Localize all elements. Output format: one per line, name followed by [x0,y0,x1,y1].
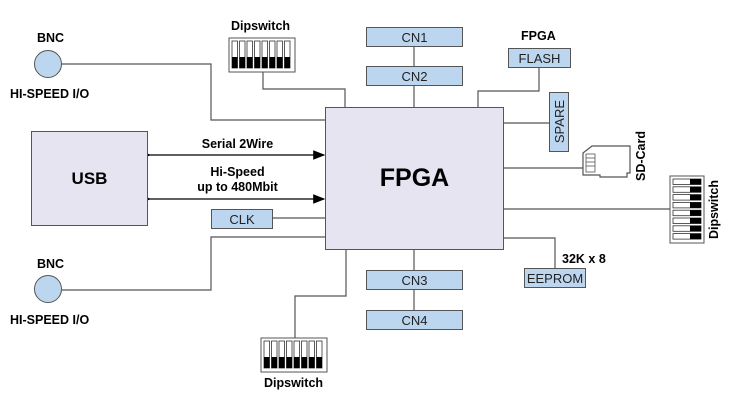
spare-block: SPARE [549,92,569,152]
dipswitch-right-icon [669,175,705,244]
eeprom-size-label: 32K x 8 [562,252,606,266]
wire-dipswitch-top [262,72,346,108]
dipswitch-right-label: Dipswitch [707,180,721,240]
dip-lever-knob [690,179,701,185]
eeprom-label: EEPROM [526,270,584,286]
fpga-label: FPGA [379,164,450,192]
cn4-block: CN4 [366,310,463,330]
dip-lever-knob [690,210,701,216]
dip-lever-knob [254,57,260,68]
hispeed-label-line2: up to 480Mbit [197,180,278,194]
cn4-label: CN4 [401,312,428,328]
flash-label: FLASH [518,50,561,66]
dipswitch-bottom-icon [260,337,328,373]
dip-lever-knob [316,357,322,368]
wire-flash [477,67,540,108]
bnc-bottom-caption: HI-SPEED I/O [10,313,90,327]
bnc-top-connector [34,50,62,78]
dip-lever-knob [690,186,701,193]
dip-lever-knob [269,57,275,68]
dip-lever-knob [690,218,701,224]
dipswitch-bottom-label: Dipswitch [264,376,324,390]
spare-label: SPARE [551,100,567,144]
dip-lever-knob [284,57,290,68]
clk-block: CLK [211,209,273,229]
usb-label: USB [71,168,108,188]
cn1-label: CN1 [401,29,428,45]
sdcard-label: SD-Card [634,131,648,182]
dip-lever-knob [262,57,268,68]
dip-lever-knob [279,357,285,368]
usb-block: USB [31,131,148,226]
cn2-block: CN2 [366,66,463,86]
dip-lever-knob [232,57,238,68]
sdcard-icon [582,145,631,178]
cn2-label: CN2 [401,68,428,84]
cn1-block: CN1 [366,27,463,47]
eeprom-block: EEPROM [524,268,586,288]
dip-lever-knob [247,57,253,68]
bnc-bottom-connector [34,275,62,303]
dipswitch-top-label: Dipswitch [231,19,291,33]
dip-lever-knob [690,202,701,208]
dip-lever-knob [301,357,307,368]
flash-block: FLASH [508,48,571,68]
fpga-block: FPGA [325,107,504,250]
dip-lever-knob [239,57,245,68]
wire-bnc-top [62,63,326,121]
dip-lever-knob [294,357,300,368]
bnc-top-caption: HI-SPEED I/O [10,87,90,101]
dip-lever-knob [271,357,277,368]
wire-bnc-bottom [62,236,326,291]
dip-lever-knob [690,225,701,232]
flash-title: FPGA [521,29,556,43]
dip-lever-knob [286,357,292,368]
cn3-label: CN3 [401,272,428,288]
cn3-block: CN3 [366,270,463,290]
wire-eeprom [503,237,556,268]
dipswitch-top-icon [228,37,296,73]
bnc-top-title: BNC [37,31,65,45]
dip-lever-knob [690,233,701,240]
bnc-bottom-title: BNC [37,257,65,271]
dip-lever-knob [277,57,283,68]
hispeed-label-line1: Hi-Speed [210,165,265,179]
clk-label: CLK [229,211,255,227]
dip-lever-knob [264,357,270,368]
dip-lever-knob [309,357,315,368]
serial-2wire-label: Serial 2Wire [201,137,274,151]
dip-lever-knob [690,194,701,201]
wire-dipswitch-bottom [294,250,347,338]
